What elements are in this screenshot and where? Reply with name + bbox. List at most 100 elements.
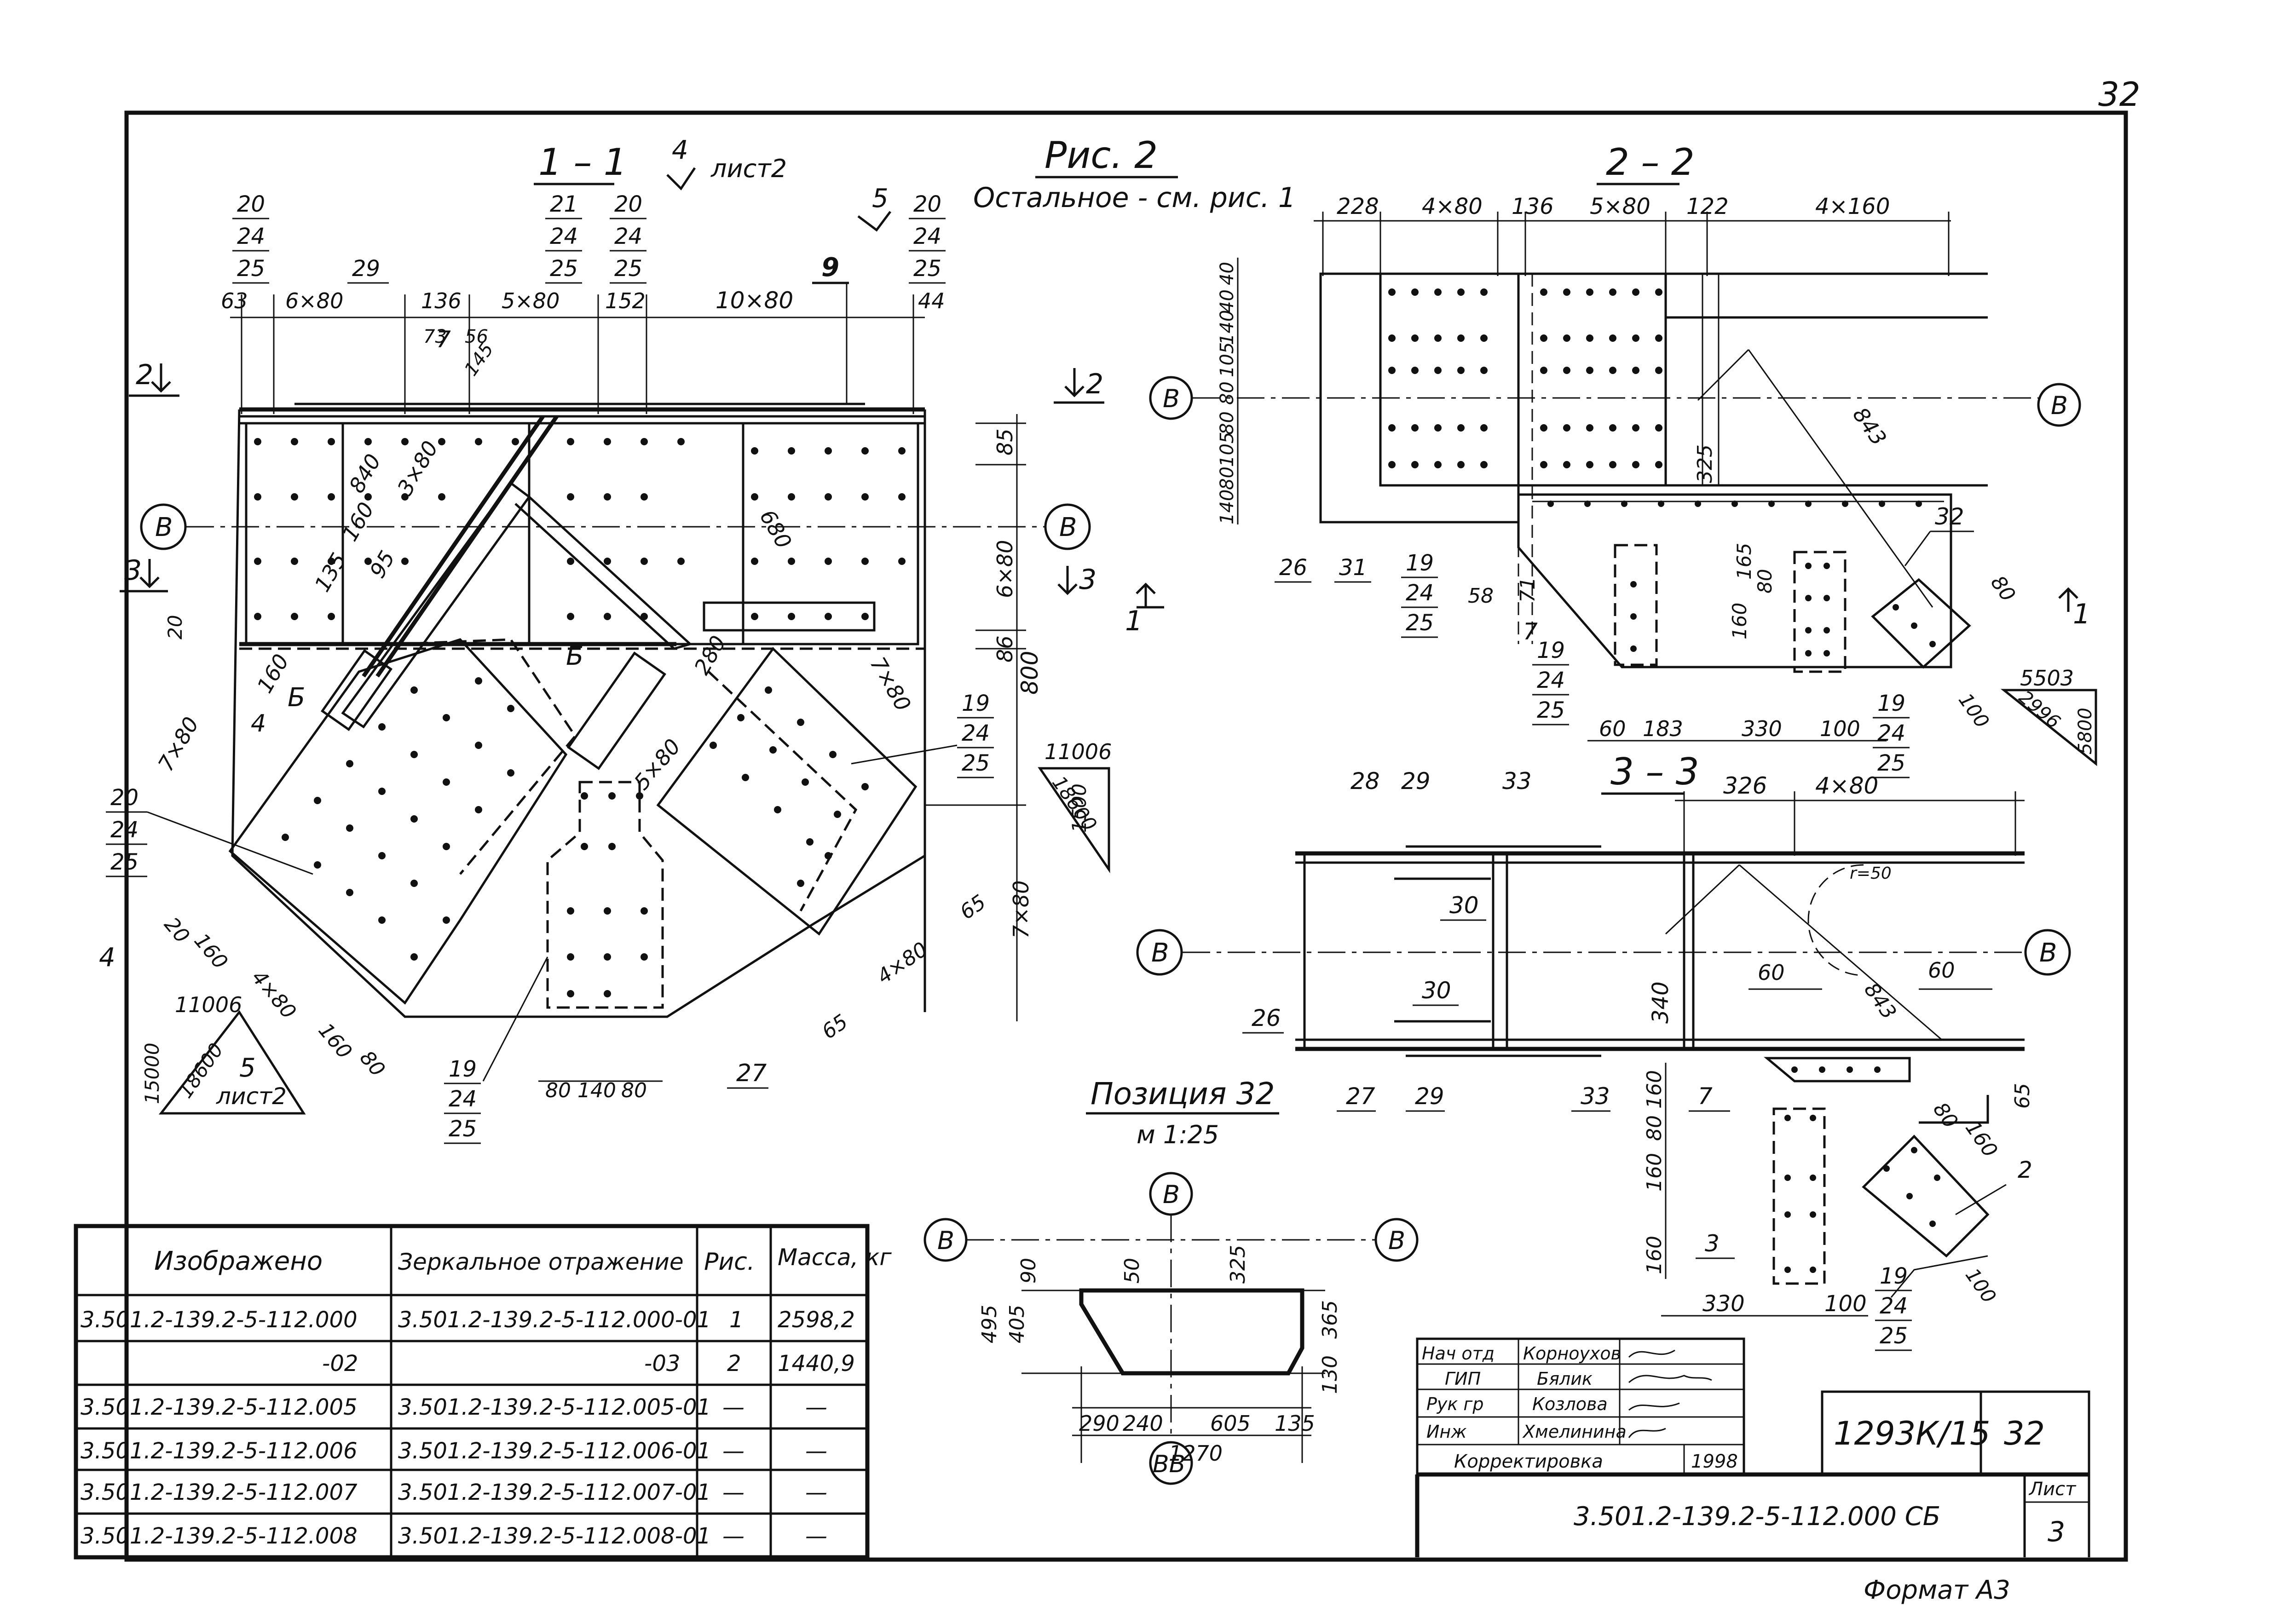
dim-11-diag-20: 20 [164, 615, 186, 639]
dim-33-843: 843 [1859, 979, 1901, 1024]
spec-r4-c2: — [722, 1480, 744, 1505]
dim-11-right-0: 85 [993, 428, 1017, 455]
spec-r3-c0: 3.501.2-139.2-5-112.006 [81, 1438, 358, 1464]
page-number: 32 [2098, 75, 2141, 114]
part-22-24: 24 [1406, 580, 1434, 606]
cut-mark-3-right: 3 [1079, 564, 1096, 596]
section-1-1-ref: лист2 [710, 154, 787, 183]
dim-11-top-0: 63 [221, 288, 248, 313]
mark-11-list2: лист2 [216, 1083, 287, 1110]
figure-title: Рис. 2 [1045, 134, 1158, 177]
part-33-19: 19 [1880, 1263, 1908, 1289]
part-11-19b: 19 [962, 691, 990, 716]
dim-11-diag-7x80b: 7×80 [153, 713, 204, 775]
mark-5-top: 5 [872, 184, 889, 213]
dim-22-80: 80 [1986, 571, 2020, 606]
pos-dim-365: 365 [1318, 1300, 1342, 1339]
dim-22-165: 165 [1733, 543, 1755, 580]
stamp-album-sheet: 32 [2004, 1415, 2045, 1452]
dim-11-top-1: 6×80 [285, 288, 343, 313]
view-2-2: 2 – 2 228 4×80 136 5×80 122 4×160 [1125, 141, 2097, 778]
stamp-name-1: Бялик [1537, 1369, 1593, 1389]
dim-22-7: 7 [1523, 618, 1538, 645]
cut-mark-b-left: Б [288, 683, 305, 713]
dim-22-bot-330: 330 [1742, 716, 1782, 741]
dim-11-bot-80b: 80 [621, 1079, 647, 1102]
ref-11-25d: 25 [913, 256, 941, 282]
axis-b-top-pos-label: В [1163, 1180, 1180, 1209]
dim-22-left-9: 140 [1217, 490, 1238, 524]
dim-11-right-3: 800 [1016, 651, 1043, 695]
axis-b-right-33-label: В [2039, 938, 2057, 968]
position-32: Позиция 32 м 1:25 В В В ВВ 90 50 325 495… [923, 1076, 1419, 1485]
part-33-2: 2 [2018, 1157, 2032, 1183]
dim-11-bot-65b: 65 [956, 890, 990, 924]
figure-note: Остальное - см. рис. 1 [973, 182, 1296, 214]
slope-11-2a: 11006 [175, 992, 242, 1017]
dim-11-small-0: 73 [423, 326, 447, 347]
dim-22-left-7: 80 [1217, 466, 1238, 490]
ref-11-24d: 24 [913, 224, 941, 249]
dim-22-left-1: 40 [1217, 289, 1238, 313]
dim-11-diag-7x80: 7×80 [865, 653, 916, 715]
spec-r1-c1: -03 [644, 1351, 680, 1376]
pos-dim-290: 290 [1079, 1411, 1120, 1436]
bolt-grid-11-left-plate [282, 677, 514, 961]
dim-11-bot-4x80: 4×80 [247, 966, 301, 1023]
stamp-name-0: Корноухов [1523, 1343, 1621, 1364]
spec-r4-c0: 3.501.2-139.2-5-112.007 [81, 1480, 358, 1505]
part-11-4: 4 [251, 710, 266, 737]
slope-22-b: 2996 [2015, 686, 2065, 733]
pos-dim-130: 130 [1318, 1355, 1342, 1394]
part-22-25c: 25 [1877, 750, 1905, 776]
spec-header-fig: Рис. [704, 1248, 755, 1276]
dim-11-bot-4x80b: 4×80 [873, 938, 932, 989]
part-22-19c: 19 [1877, 691, 1905, 716]
pos-dim-90: 90 [1017, 1258, 1040, 1284]
dim-22-bot-183: 183 [1643, 716, 1683, 741]
slope-11-2b: 15000 [141, 1042, 163, 1104]
ref-11-29: 29 [352, 256, 380, 282]
part-22-19b: 19 [1537, 638, 1565, 663]
part-22-19: 19 [1406, 550, 1434, 576]
axis-b-right-33 [2024, 929, 2071, 976]
spec-header-mass: Масса, кг [778, 1244, 892, 1271]
dim-22-80b: 80 [1754, 569, 1776, 593]
cut-mark-2-left: 2 [136, 359, 153, 391]
spec-r1-c2: 2 [727, 1351, 741, 1376]
format-label: Формат А3 [1864, 1575, 2010, 1605]
part-11-24: 24 [110, 817, 138, 843]
axis-b-right-22-label: В [2051, 391, 2068, 420]
axis-b-left-11-label: В [155, 513, 173, 542]
ref-11-21: 21 [550, 191, 578, 217]
part-33-28: 28 [1350, 768, 1380, 795]
dim-33-bot-330: 330 [1702, 1291, 1745, 1317]
part-11-24a: 24 [449, 1086, 477, 1112]
cut-mark-3-left: 3 [124, 554, 142, 587]
dim-11-bot-65: 65 [818, 1010, 852, 1044]
signature-0 [1628, 1349, 1675, 1358]
pos-dim-405: 405 [1005, 1305, 1029, 1343]
part-22-26: 26 [1279, 555, 1307, 581]
slope-11-c: 1500 [1068, 783, 1091, 833]
dim-11-diag-135: 135 [310, 548, 352, 596]
dim-22-bot-100b: 100 [1954, 689, 1994, 732]
signature-3 [1628, 1428, 1666, 1438]
part-22-25: 25 [1406, 610, 1434, 636]
spec-r4-c3: — [805, 1480, 827, 1505]
dim-33-65: 65 [2011, 1083, 2034, 1109]
dim-33-60a: 60 [1758, 960, 1785, 985]
dim-22-top-5: 4×160 [1815, 194, 1890, 219]
pos-dim-1270: 1270 [1169, 1441, 1223, 1466]
pos-dim-50: 50 [1120, 1258, 1144, 1284]
part-11-24b: 24 [962, 720, 990, 746]
slope-22-a: 5503 [2020, 666, 2074, 691]
spec-r3-c1: 3.501.2-139.2-5-112.006-01 [398, 1438, 711, 1464]
slope-22-c: 5800 [2075, 708, 2096, 754]
dim-33-bot-100: 100 [1824, 1291, 1867, 1317]
spec-r5-c0: 3.501.2-139.2-5-112.008 [81, 1523, 358, 1549]
axis-b-right-11-label: В [1059, 513, 1077, 542]
dim-11-diag-95: 95 [365, 547, 400, 582]
spec-r3-c3: — [805, 1438, 827, 1464]
stamp-sheet-label: Лист [2028, 1479, 2077, 1500]
